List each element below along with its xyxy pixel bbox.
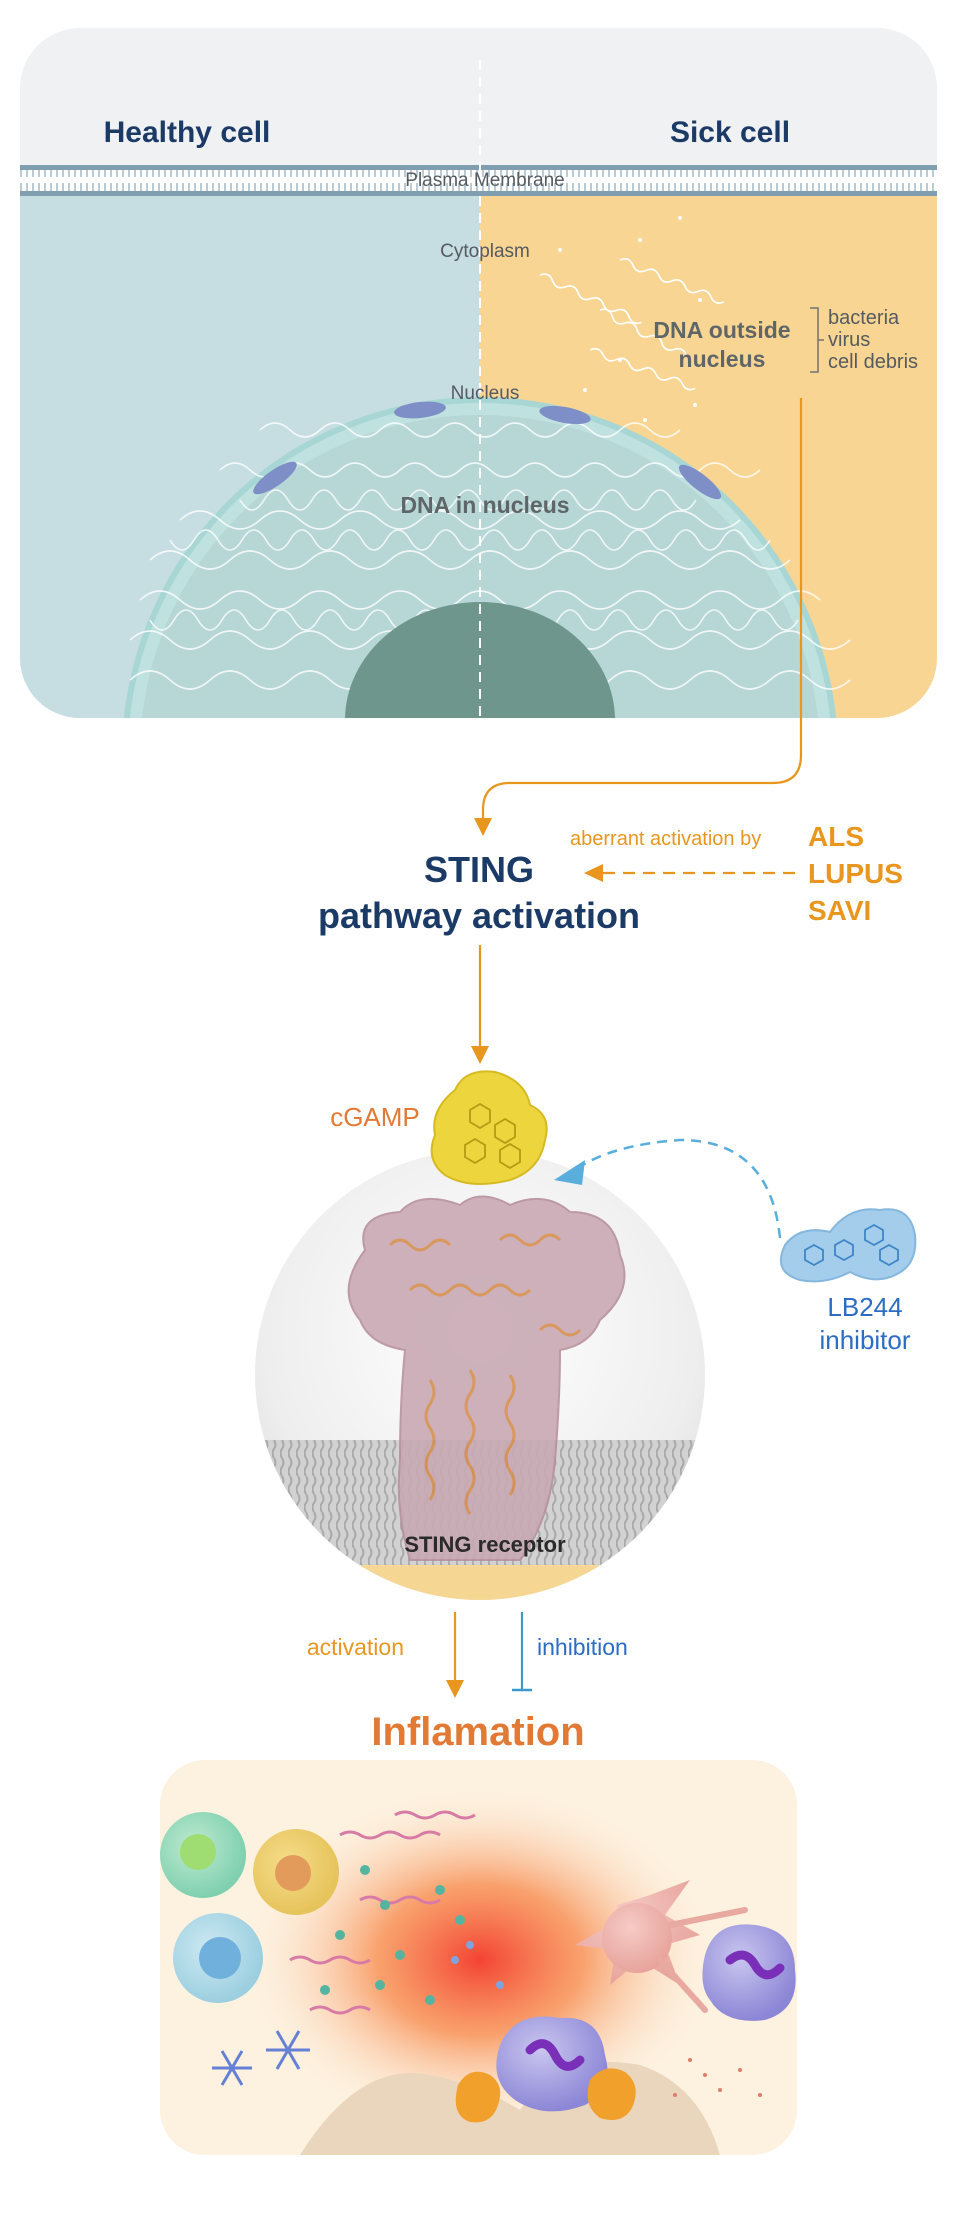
- sting-receptor-label: STING receptor: [404, 1532, 566, 1557]
- dna-outside-label-line1: DNA outside: [653, 317, 790, 343]
- plasma-membrane-label: Plasma Membrane: [405, 170, 564, 191]
- disease-savi: SAVI: [808, 895, 871, 926]
- dna-fragments-cytoplasm: [539, 258, 725, 391]
- dna-in-nucleus-label: DNA in nucleus: [400, 492, 569, 518]
- disease-als: ALS: [808, 821, 864, 852]
- cytoplasm-label: Cytoplasm: [440, 241, 530, 262]
- disease-lupus: LUPUS: [808, 858, 903, 889]
- cell-panel: [20, 28, 937, 718]
- nuclear-pores: [253, 401, 722, 500]
- plasma-membrane: [20, 165, 937, 196]
- dendritic-cell: [575, 1880, 748, 2013]
- source-cell-debris: cell debris: [828, 351, 918, 373]
- cytokines: [320, 1865, 465, 2005]
- neutrophil-cell-2: [702, 1924, 796, 2021]
- snowflake-molecules: [212, 2030, 310, 2086]
- activation-label: activation: [307, 1634, 404, 1660]
- source-virus: virus: [828, 329, 870, 351]
- inhibition-label: inhibition: [537, 1634, 628, 1660]
- source-bacteria: bacteria: [828, 307, 900, 329]
- inhibitor-arrowhead: [554, 1160, 585, 1185]
- cgamp-molecule: [430, 1070, 548, 1185]
- activation-arrowhead: [446, 1680, 464, 1698]
- healthy-cell-title: Healthy cell: [104, 116, 271, 149]
- dna-to-sting-arrow: [481, 398, 803, 822]
- inflammation-title: Inflamation: [371, 1710, 584, 1754]
- cgamp-label: cGAMP: [330, 1102, 420, 1132]
- dna-outside-label-line2: nucleus: [679, 346, 766, 372]
- lb244-label-line1: LB244: [827, 1292, 902, 1322]
- aberrant-activation-label: aberrant activation by: [570, 828, 761, 850]
- sting-protein: [347, 1195, 626, 1561]
- neutrophil-cell: [496, 2016, 608, 2112]
- dna-to-sting-arrowhead: [474, 818, 492, 836]
- inflammation-scene: [160, 1760, 797, 2155]
- nucleus-label: Nucleus: [451, 383, 520, 404]
- lb244-label-line2: inhibitor: [819, 1325, 910, 1355]
- sick-cell-title: Sick cell: [670, 116, 790, 149]
- pink-dna-strands: [289, 1810, 476, 2015]
- pathway-to-cgamp-arrowhead: [471, 1046, 489, 1064]
- sting-pathway-title-line2: pathway activation: [318, 895, 640, 936]
- sting-pathway-title-line1: STING: [424, 849, 534, 890]
- lb244-inhibitor-molecule: [780, 1208, 917, 1283]
- aberrant-arrowhead: [584, 864, 603, 882]
- macrophage-cells: [455, 2068, 636, 2123]
- debris-dots: [558, 216, 702, 422]
- sources-bracket: [810, 307, 824, 373]
